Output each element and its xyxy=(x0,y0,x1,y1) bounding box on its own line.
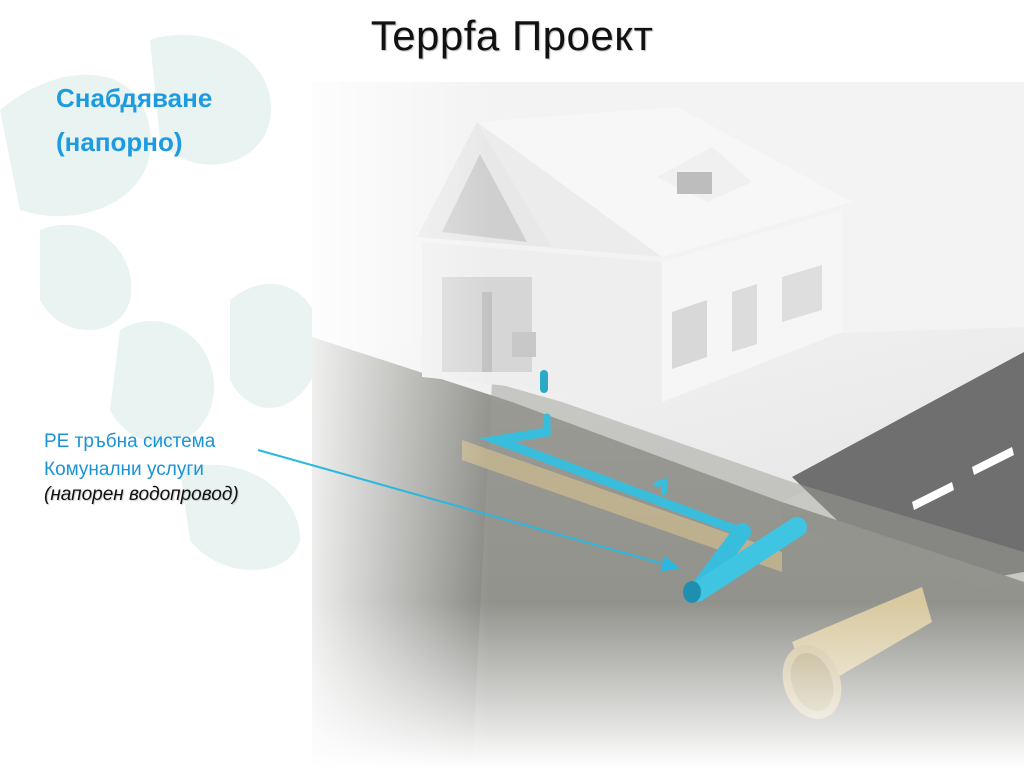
section-subtitle: Снабдяване (напорно) xyxy=(56,76,212,164)
callout-line-1: PE тръбна система xyxy=(44,431,216,452)
callout-line-2: Комунални услуги xyxy=(44,459,204,480)
subtitle-line-2: (напорно) xyxy=(56,127,183,157)
pipe-system-callout: PE тръбна система Комунални услуги (напо… xyxy=(44,428,239,506)
callout-line-3: (напорен водопровод) xyxy=(44,484,239,505)
subtitle-line-1: Снабдяване xyxy=(56,83,213,113)
house-pipe-illustration xyxy=(312,82,1024,768)
slide-title: Teppfa Проект xyxy=(370,12,654,59)
